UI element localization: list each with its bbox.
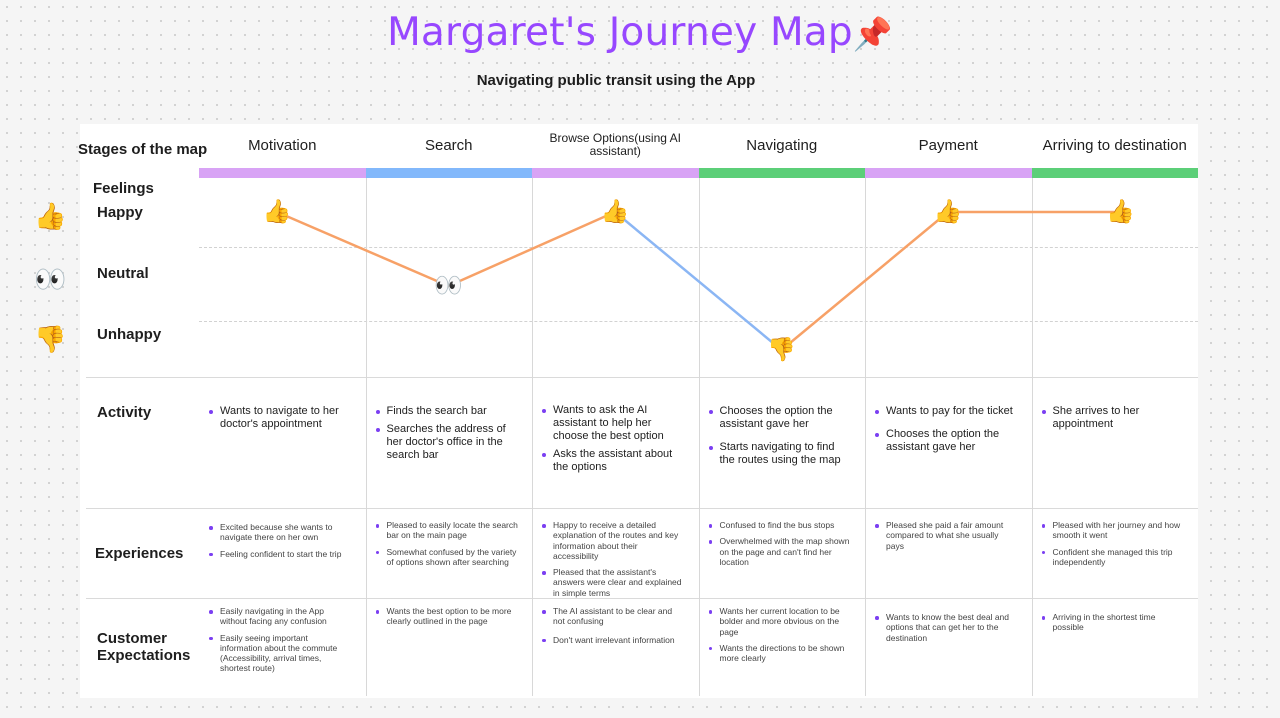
stage-color-bar bbox=[199, 168, 366, 178]
curve-segment bbox=[275, 210, 450, 288]
experiences-item: Somewhat confused by the variety of opti… bbox=[374, 547, 519, 568]
activity-item: Wants to ask the AI assistant to help he… bbox=[540, 404, 685, 443]
activity-item: Chooses the option the assistant gave he… bbox=[707, 405, 852, 431]
experiences-item: Overwhelmed with the map shown on the pa… bbox=[707, 536, 852, 567]
experiences-item: Pleased to easily locate the search bar … bbox=[374, 520, 519, 541]
experiences-item: Confident she managed this trip independ… bbox=[1040, 547, 1185, 568]
activity-item: Wants to pay for the ticket bbox=[873, 405, 1018, 418]
experiences-item: Pleased that the assistant's answers wer… bbox=[540, 567, 685, 598]
row-divider bbox=[86, 377, 1198, 378]
experiences-item: Pleased with her journey and how smooth … bbox=[1040, 520, 1185, 541]
experiences-item: Feeling confident to start the trip bbox=[207, 549, 352, 559]
expectations-cell: The AI assistant to be clear and not con… bbox=[540, 606, 685, 651]
thumbs-up-icon: 👍 bbox=[1106, 198, 1135, 224]
experiences-item: Happy to receive a detailed explanation … bbox=[540, 520, 685, 561]
stage-header: Payment bbox=[918, 136, 978, 154]
thumbs-down-icon: 👎 bbox=[767, 336, 796, 362]
activity-cell: Wants to navigate to her doctor's appoin… bbox=[207, 405, 352, 436]
title-text: Margaret's Journey Map bbox=[387, 10, 853, 55]
stage-header: Search bbox=[424, 136, 473, 154]
activity-item: Asks the assistant about the options bbox=[540, 448, 685, 474]
activity-item: Chooses the option the assistant gave he… bbox=[873, 428, 1018, 454]
stage-color-bar bbox=[698, 168, 865, 178]
column-divider bbox=[698, 178, 700, 696]
pushpin-icon: 📌 bbox=[852, 15, 893, 53]
thumbs-up-icon: 👍 bbox=[933, 198, 963, 224]
expectations-item: Don't want irrelevant information bbox=[540, 635, 685, 645]
expectations-item: Easily navigating in the App without fac… bbox=[207, 606, 352, 627]
expectations-item: Arriving in the shortest time possible bbox=[1040, 612, 1185, 633]
expectations-cell: Wants the best option to be more clearly… bbox=[374, 606, 519, 633]
row-label-feelings: Feelings bbox=[93, 180, 154, 197]
row-label-stages: Stages of the map bbox=[78, 141, 208, 158]
thumbs-up-icon: 👍 bbox=[600, 198, 630, 224]
eyes-icon: 👀 bbox=[434, 272, 463, 298]
experiences-item: Excited because she wants to navigate th… bbox=[207, 522, 352, 543]
page-subtitle: Navigating public transit using the App bbox=[476, 72, 756, 89]
experiences-cell: Excited because she wants to navigate th… bbox=[207, 522, 352, 565]
journey-map-board bbox=[80, 124, 1198, 698]
column-divider bbox=[532, 178, 533, 696]
column-divider bbox=[1031, 178, 1033, 696]
expectations-cell: Wants her current location to be bolder … bbox=[707, 606, 852, 669]
column-divider bbox=[365, 178, 367, 696]
activity-item: She arrives to her appointment bbox=[1040, 405, 1185, 431]
experiences-cell: Pleased she paid a fair amount compared … bbox=[873, 520, 1018, 557]
expectations-cell: Easily navigating in the App without fac… bbox=[207, 606, 352, 680]
expectations-item: Wants her current location to be bolder … bbox=[707, 606, 852, 637]
thumbs-up-icon: 👍 bbox=[34, 201, 67, 231]
expectations-item: Wants the directions to be shown more cl… bbox=[707, 643, 852, 664]
stage-header: Motivation bbox=[248, 136, 317, 154]
experiences-cell: Pleased to easily locate the search bar … bbox=[374, 520, 519, 573]
expectations-item: Wants to know the best deal and options … bbox=[873, 612, 1018, 643]
expectations-item: Easily seeing important information abou… bbox=[207, 633, 352, 674]
page-title: Margaret's Journey Map📌 bbox=[0, 10, 1280, 55]
feeling-label-happy: Happy bbox=[97, 204, 143, 221]
experiences-item: Pleased she paid a fair amount compared … bbox=[873, 520, 1018, 551]
row-label-activity: Activity bbox=[97, 404, 152, 421]
curve-segment bbox=[447, 210, 617, 288]
expectations-item: The AI assistant to be clear and not con… bbox=[540, 606, 685, 627]
thumbs-down-icon: 👎 bbox=[34, 324, 67, 354]
column-divider bbox=[865, 178, 866, 696]
activity-item: Searches the address of her doctor's off… bbox=[374, 423, 519, 462]
activity-cell: Chooses the option the assistant gave he… bbox=[707, 405, 852, 472]
curve-segment bbox=[780, 210, 950, 352]
expectations-cell: Arriving in the shortest time possible bbox=[1040, 612, 1185, 639]
expectations-cell: Wants to know the best deal and options … bbox=[873, 612, 1018, 649]
curve-segment bbox=[613, 210, 783, 352]
row-divider bbox=[86, 508, 1198, 509]
activity-cell: Wants to ask the AI assistant to help he… bbox=[540, 404, 685, 479]
experiences-cell: Pleased with her journey and how smooth … bbox=[1040, 520, 1185, 573]
stage-header: Arriving to destination bbox=[1042, 136, 1187, 154]
stage-color-bar bbox=[865, 168, 1032, 178]
activity-item: Finds the search bar bbox=[374, 405, 519, 418]
stage-header: Navigating bbox=[746, 136, 818, 154]
feeling-label-unhappy: Unhappy bbox=[97, 326, 162, 343]
row-label-experiences: Experiences bbox=[95, 545, 184, 562]
thumbs-up-icon: 👍 bbox=[262, 198, 292, 224]
stage-color-bar bbox=[1031, 168, 1198, 178]
row-label-expectations: Customer Expectations bbox=[97, 630, 191, 664]
experiences-item: Confused to find the bus stops bbox=[707, 520, 852, 530]
stage-color-bar bbox=[365, 168, 532, 178]
activity-item: Wants to navigate to her doctor's appoin… bbox=[207, 405, 352, 431]
activity-item: Starts navigating to find the routes usi… bbox=[707, 441, 852, 467]
activity-cell: She arrives to her appointment bbox=[1040, 405, 1185, 436]
experiences-cell: Happy to receive a detailed explanation … bbox=[540, 520, 685, 604]
expectations-item: Wants the best option to be more clearly… bbox=[374, 606, 519, 627]
stage-header: Browse Options(using AI assistant) bbox=[549, 131, 681, 158]
eyes-icon: 👀 bbox=[34, 264, 67, 294]
stage-color-bar bbox=[532, 168, 699, 178]
feeling-label-neutral: Neutral bbox=[97, 265, 149, 282]
row-divider bbox=[86, 598, 1198, 599]
